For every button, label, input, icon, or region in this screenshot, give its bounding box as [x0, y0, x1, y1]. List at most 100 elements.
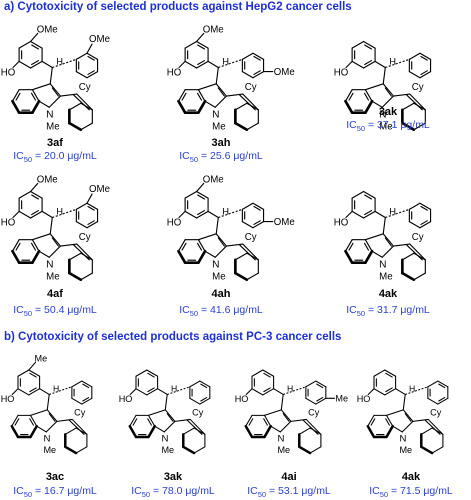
bond-line	[135, 369, 148, 377]
bond-line	[75, 52, 88, 60]
atom-label: OMe	[89, 34, 110, 45]
bond-line	[262, 369, 275, 377]
bond-line	[29, 409, 48, 416]
atom-label: HO	[1, 218, 16, 229]
bond-line	[11, 239, 20, 252]
bond-line	[437, 380, 449, 388]
atom-label: N	[46, 109, 53, 120]
bond-line	[438, 383, 446, 389]
bond-line	[402, 393, 406, 411]
bond-line	[344, 249, 354, 264]
bond-line	[401, 121, 416, 132]
atom-label: HO	[334, 68, 349, 79]
atom-label: Cy	[192, 408, 204, 418]
bond-line	[30, 242, 37, 251]
bond-line	[225, 93, 244, 97]
bond-line	[364, 239, 373, 252]
bond-line	[374, 60, 386, 69]
bond-line	[39, 388, 50, 396]
bond-line	[49, 216, 53, 235]
bond-line	[253, 205, 261, 211]
bond-line	[214, 95, 228, 108]
bond-line	[17, 388, 30, 396]
bond-line	[279, 420, 292, 433]
atom-label: H	[409, 384, 415, 394]
bond-line	[241, 202, 254, 210]
bond-line	[184, 60, 198, 69]
atom-label: HO	[334, 218, 349, 229]
bond-line	[427, 380, 439, 388]
bond-line	[364, 233, 384, 241]
atom-label: HO	[167, 218, 182, 229]
bond-line	[163, 420, 176, 433]
atom-label: H	[222, 56, 229, 66]
bond-line	[309, 427, 322, 435]
bond-line	[420, 220, 428, 226]
bond-line	[225, 243, 244, 247]
bond-line	[263, 372, 271, 378]
bond-line	[367, 414, 375, 427]
bond-line	[75, 427, 88, 435]
bond-line	[239, 94, 256, 111]
bond-line	[298, 427, 311, 435]
bond-line	[51, 87, 59, 97]
bond-line	[132, 418, 138, 426]
atom-label: Cy	[79, 82, 91, 93]
bond-line	[424, 419, 441, 435]
bond-line	[420, 427, 433, 435]
bond-line	[351, 40, 365, 49]
bond-line	[305, 418, 322, 435]
bond-line	[80, 272, 93, 281]
bond-line	[196, 182, 205, 193]
bond-line	[30, 40, 43, 49]
bond-line	[31, 249, 41, 264]
bond-line	[382, 66, 386, 85]
bond-line	[371, 100, 383, 108]
bond-line	[28, 388, 41, 396]
bond-line	[196, 242, 203, 251]
bond-line	[348, 242, 354, 251]
bond-line	[46, 393, 50, 411]
bond-line	[252, 52, 265, 60]
bond-line	[234, 102, 248, 111]
bond-line	[48, 95, 62, 108]
bond-line	[263, 424, 272, 439]
bond-line	[252, 202, 265, 210]
atom-label: HO	[167, 68, 182, 79]
bond-hashed	[52, 58, 77, 69]
bond-line	[364, 194, 373, 200]
bond-line	[406, 244, 423, 261]
bond-line	[184, 40, 198, 49]
bond-line	[373, 388, 386, 396]
bond-line	[363, 60, 376, 69]
bond-line	[364, 89, 373, 102]
bond-line	[71, 380, 83, 388]
compound-code: 3ac	[45, 471, 65, 483]
bond-line	[401, 102, 415, 111]
bond-line	[431, 446, 444, 454]
bond-line	[351, 60, 365, 69]
bond-line	[73, 244, 90, 261]
bond-line	[147, 424, 156, 439]
bond-line	[178, 60, 186, 69]
bond-line	[364, 59, 373, 66]
bond-line	[413, 102, 426, 111]
bond-line	[86, 193, 93, 204]
bond-line	[81, 397, 93, 405]
bond-line	[189, 418, 206, 435]
bond-line	[246, 252, 259, 261]
bond-line	[381, 245, 395, 258]
bond-line	[315, 397, 327, 405]
bond-line	[290, 418, 307, 422]
bond-line	[384, 369, 397, 377]
bond-line	[75, 446, 88, 454]
atom-label: Me	[335, 394, 348, 404]
bond-line	[270, 425, 281, 433]
atom-label: HO	[119, 394, 133, 404]
